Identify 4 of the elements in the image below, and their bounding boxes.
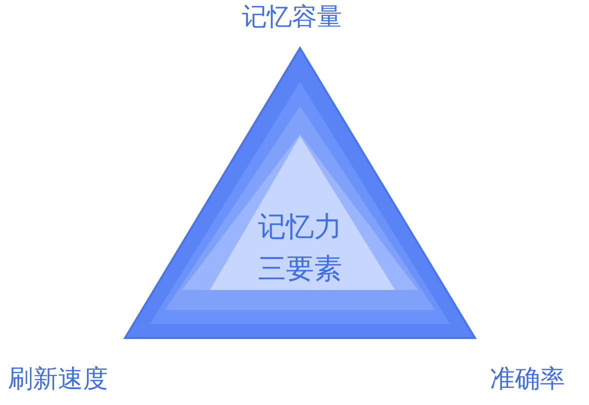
center-text: 记忆力三要素 [257, 209, 343, 287]
corner-label: 刷新速度 [8, 363, 108, 395]
corner-label: 准确率 [490, 363, 565, 395]
corner-label: 记忆容量 [242, 1, 342, 33]
